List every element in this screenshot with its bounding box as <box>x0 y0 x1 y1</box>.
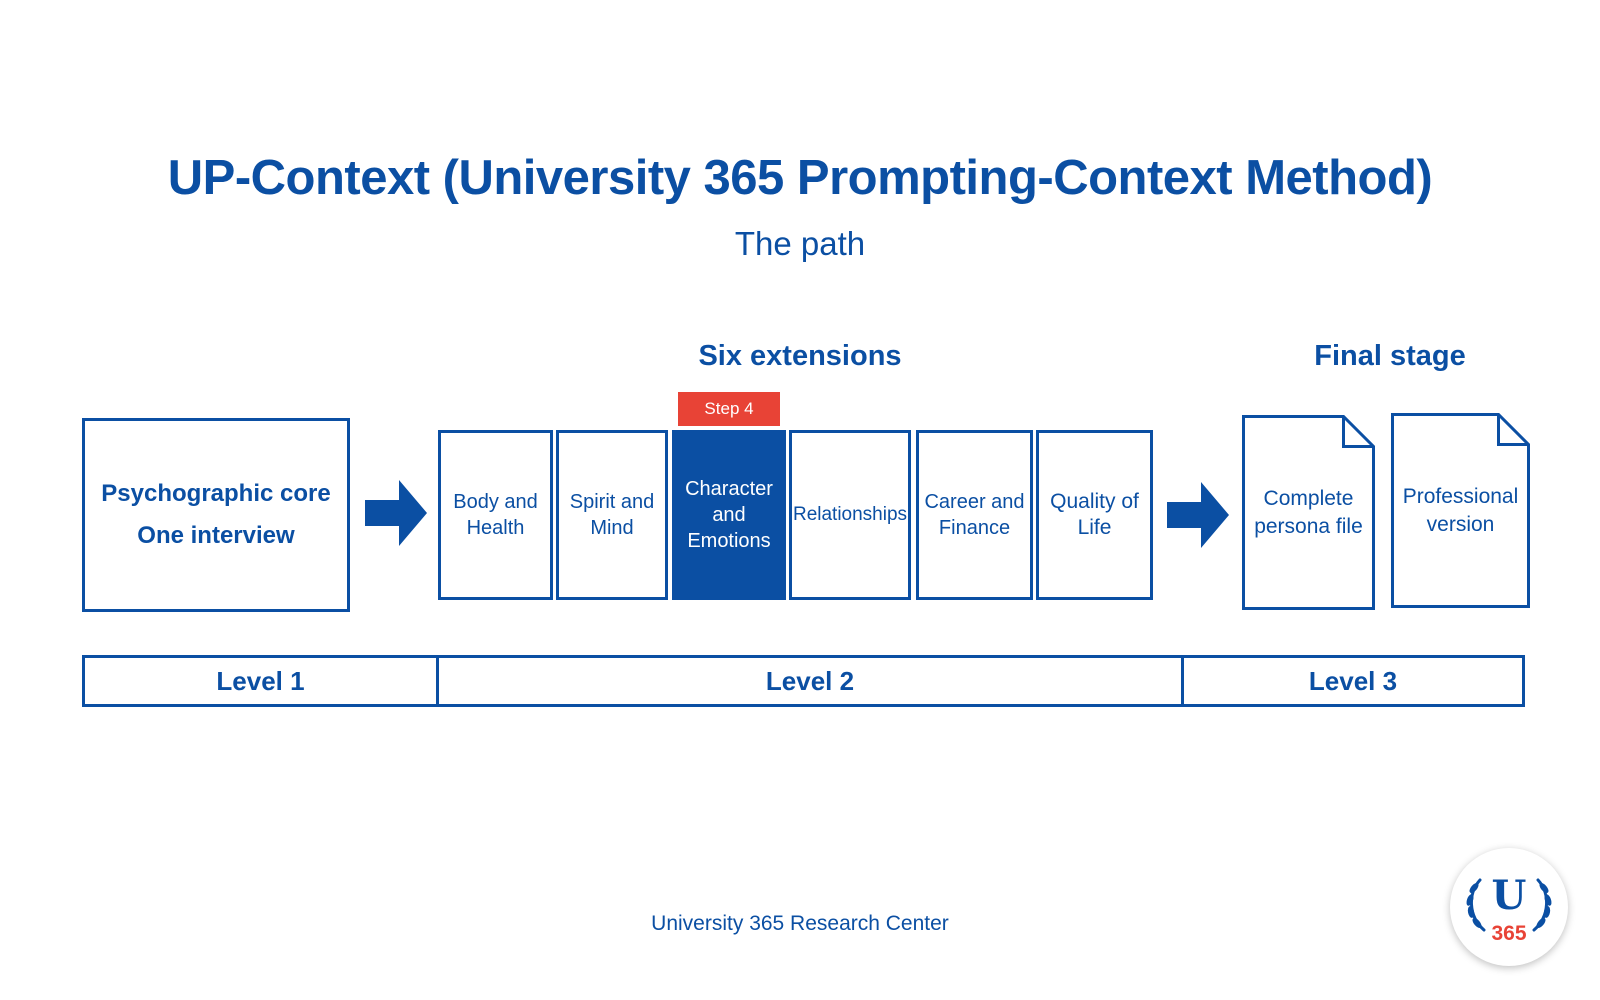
extension-label: Character and Emotions <box>685 478 773 552</box>
core-title: Psychographic core <box>101 480 331 507</box>
extension-label: Quality of Life <box>1050 490 1139 539</box>
footer-credit: University 365 Research Center <box>651 912 949 935</box>
extension-spirit-and-mind: Spirit and Mind <box>556 430 668 600</box>
arrow-right-icon <box>1167 482 1229 548</box>
extension-label: Body and Health <box>453 491 538 539</box>
extension-body-and-health: Body and Health <box>438 430 553 600</box>
laurel-icon <box>1466 878 1552 932</box>
doc-label: Professional version <box>1402 484 1519 536</box>
diagram-subtitle: The path <box>734 225 866 262</box>
extension-relationships: Relationships <box>789 430 911 600</box>
extension-career-and-finance: Career and Finance <box>916 430 1033 600</box>
document-icon <box>1242 415 1375 610</box>
diagram-title: UP-Context (University 365 Prompting-Con… <box>167 151 1433 205</box>
final-stage-label: Final stage <box>1314 340 1466 372</box>
core-subtitle: One interview <box>137 522 295 549</box>
extension-label: Relationships <box>792 504 908 525</box>
complete-persona-file-doc: Complete persona file <box>1242 415 1375 610</box>
level-3-cell: Level 3 <box>1181 658 1522 704</box>
extension-character-and-emotions: Character and Emotions <box>672 430 786 600</box>
doc-label: Complete persona file <box>1254 486 1363 538</box>
extension-label: Career and Finance <box>924 491 1025 539</box>
document-icon <box>1391 413 1530 608</box>
six-extensions-label: Six extensions <box>698 340 902 372</box>
level-2-cell: Level 2 <box>436 658 1181 704</box>
university-365-logo: U 365 <box>1450 848 1568 966</box>
logo-number: 365 <box>1491 922 1527 945</box>
psychographic-core-box: Psychographic core One interview <box>82 418 350 612</box>
professional-version-doc: Professional version <box>1391 413 1530 608</box>
step-badge: Step 4 <box>678 392 780 426</box>
levels-bar: Level 1 Level 2 Level 3 <box>82 655 1525 707</box>
extension-label: Spirit and Mind <box>569 491 655 539</box>
level-1-cell: Level 1 <box>216 665 305 696</box>
extension-quality-of-life: Quality of Life <box>1036 430 1153 600</box>
logo-letter: U <box>1491 872 1527 919</box>
arrow-right-icon <box>365 480 427 546</box>
